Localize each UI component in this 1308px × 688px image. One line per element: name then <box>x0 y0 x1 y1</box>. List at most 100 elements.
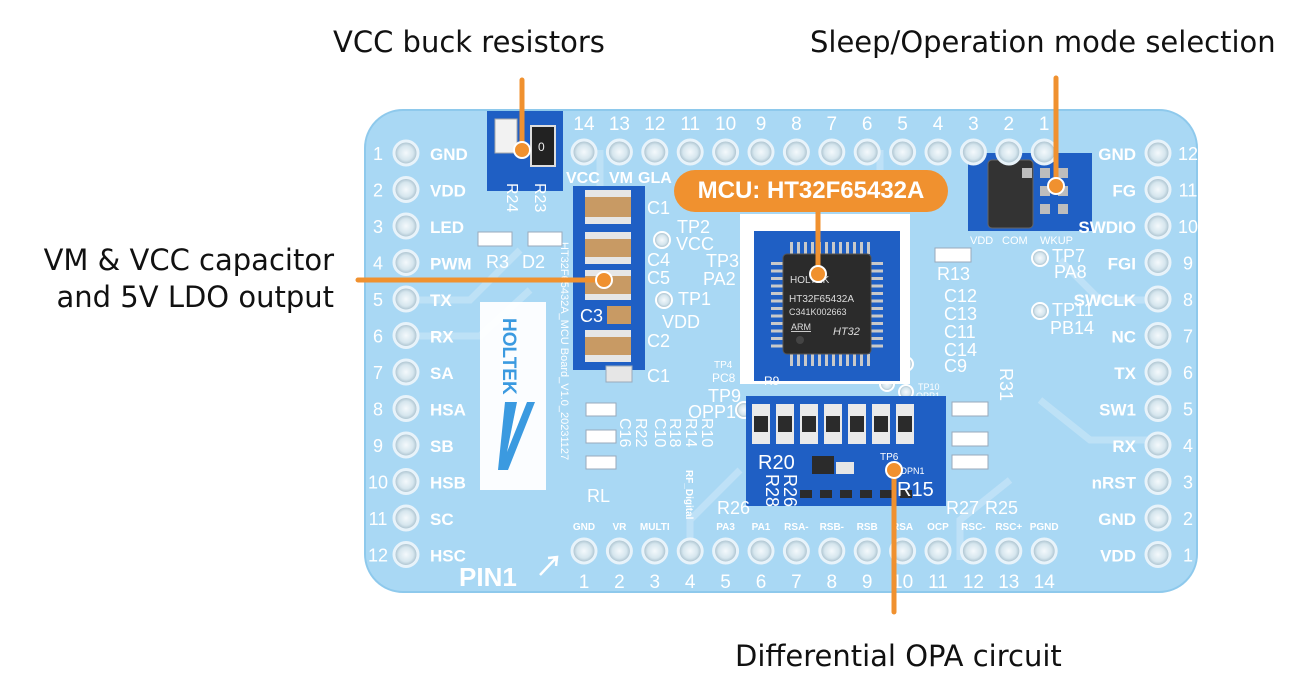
bottom-pin-number: 3 <box>650 572 661 593</box>
left-pin-label: SB <box>430 437 454 456</box>
mcu-pin <box>811 354 814 366</box>
top-pin-pad <box>605 138 633 166</box>
top-pin-pad <box>782 138 810 166</box>
left-pin-pad <box>392 249 420 276</box>
label-c3: C3 <box>580 306 603 326</box>
label-gla: GLA <box>638 170 672 187</box>
mcu-pin <box>860 354 863 366</box>
mcu-pin <box>853 242 856 254</box>
right-pin-number: 10 <box>1178 217 1198 237</box>
mcu-pin <box>871 329 883 333</box>
mcu-pin <box>771 314 783 318</box>
label-r25: R25 <box>985 498 1018 518</box>
left-pin-number: 7 <box>373 363 383 383</box>
callout-lines <box>355 75 1059 615</box>
top-pin-pad <box>676 138 704 166</box>
capacitor-c1-small <box>605 365 633 383</box>
bottom-pin-number: 4 <box>685 572 696 593</box>
right-pin-pad <box>1144 139 1172 167</box>
right-pin-number: 12 <box>1178 144 1198 164</box>
left-pin-pad <box>392 358 420 386</box>
mcu-pin <box>832 354 835 366</box>
r31-pad-b <box>951 431 989 447</box>
left-pin-pad <box>392 139 420 167</box>
mcu-pin <box>804 242 807 254</box>
label-c14: C14 <box>944 340 977 360</box>
top-pin-number: 8 <box>791 114 802 135</box>
chip-logo: HT32 <box>833 326 860 338</box>
small-resistor-2 <box>585 429 617 444</box>
label-r7: RL <box>587 486 610 506</box>
mcu-pin <box>825 354 828 366</box>
left-pin-label: PWM <box>430 255 472 274</box>
chip-part: HT32F65432A <box>789 294 854 305</box>
bottom-pin-pad <box>641 537 669 565</box>
left-pin-number: 3 <box>373 217 383 237</box>
bottom-pin-number: 8 <box>827 572 838 593</box>
mcu-pin <box>846 354 849 366</box>
opa-resistor-body <box>826 416 840 432</box>
callout-vm-vcc-line2: and 5V LDO output <box>56 280 334 315</box>
label-tp9-opp: OPP1 <box>688 402 736 422</box>
d2-led <box>527 231 563 247</box>
bottom-pin-number: 7 <box>791 572 802 593</box>
callout-dot-vcc-buck <box>513 141 531 159</box>
label-r14: R14 <box>682 418 699 447</box>
mcu-chip <box>782 253 872 355</box>
bottom-pin-number: 10 <box>892 572 913 593</box>
bottom-pin-number: 1 <box>579 572 590 593</box>
bottom-pin-label: RSB- <box>820 522 844 533</box>
r23-label: R23 <box>531 183 548 212</box>
opa-resistor-body <box>898 416 912 432</box>
label-r31: R31 <box>996 368 1016 401</box>
right-pin-number: 8 <box>1183 290 1193 310</box>
right-pin-pad <box>1144 468 1172 495</box>
right-pin-pad <box>1144 176 1172 203</box>
left-pin-label: HSB <box>430 474 466 493</box>
right-pin-label: VDD <box>1100 547 1136 566</box>
mcu-pin <box>804 354 807 366</box>
left-pin-number: 11 <box>369 509 388 529</box>
label-tp4: TP4 <box>714 360 733 371</box>
label-tp2-vcc: VCC <box>676 234 714 254</box>
mcu-pin <box>790 354 793 366</box>
mcu-pin <box>846 242 849 254</box>
top-pin-pad <box>747 138 775 166</box>
bottom-pin-label: RSA- <box>784 522 808 533</box>
label-c4: C4 <box>647 250 670 270</box>
label-vm-cap: VM <box>609 170 633 187</box>
callout-vm-vcc-line1: VM & VCC capacitor <box>43 243 334 277</box>
right-pin-number: 9 <box>1183 254 1193 274</box>
mcu-pins <box>771 242 883 366</box>
top-pin-pad <box>1030 138 1058 166</box>
left-pin-pad <box>392 176 420 203</box>
left-pin-pad <box>392 541 420 568</box>
left-pin-pad <box>392 431 420 459</box>
mcu-pin <box>771 344 783 348</box>
left-pin-number: 10 <box>368 473 388 493</box>
label-c1b: C1 <box>647 366 670 386</box>
mcu-pin <box>853 354 856 366</box>
top-pin-number: 14 <box>573 114 595 135</box>
left-pin-pad <box>392 395 420 422</box>
opa-small-part <box>860 490 872 498</box>
top-pin-number: 5 <box>897 114 908 135</box>
right-pin-number: 4 <box>1183 436 1193 456</box>
mcu-pin <box>871 262 883 265</box>
mcu-pin <box>871 314 883 318</box>
top-pin-number: 9 <box>756 114 767 135</box>
mcu-pin <box>825 242 828 254</box>
right-pin-label: SW1 <box>1099 401 1136 420</box>
top-pin-pad <box>959 138 987 166</box>
bottom-pin-label: RSA <box>892 522 913 533</box>
left-pin-number: 12 <box>368 546 388 566</box>
top-pin-pad <box>570 138 598 166</box>
top-pin-pad <box>818 138 846 166</box>
right-pin-label: GND <box>1098 145 1136 164</box>
callout-vcc-buck: VCC buck resistors <box>333 25 605 59</box>
callout-dots <box>513 141 1065 479</box>
mcu-pin <box>871 307 883 310</box>
